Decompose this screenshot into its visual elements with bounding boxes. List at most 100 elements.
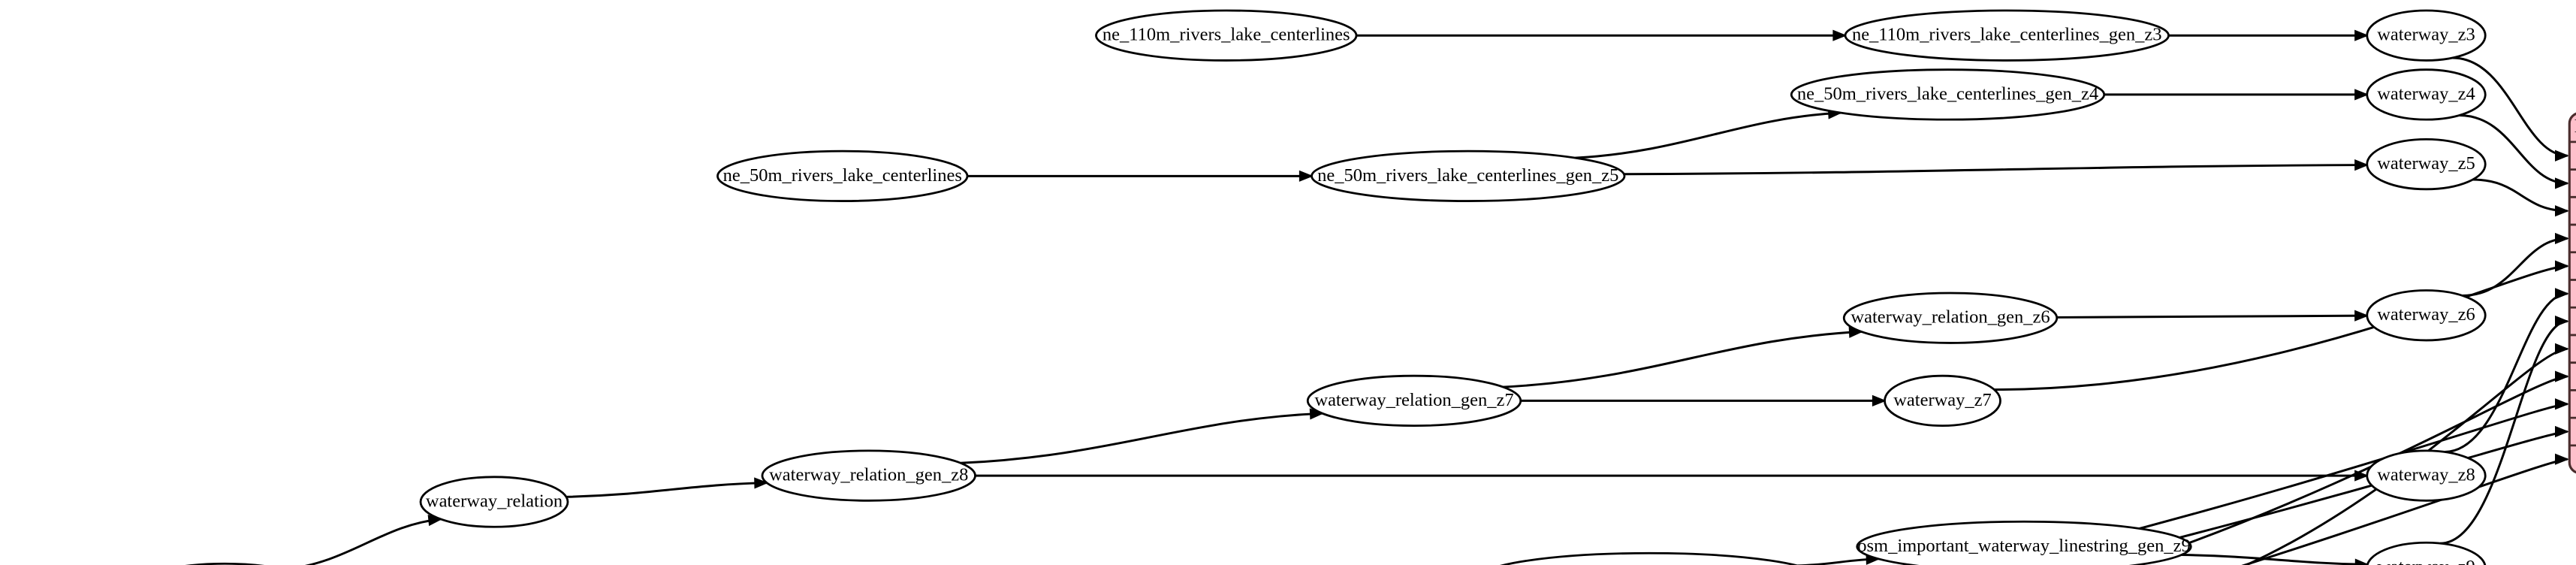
edge-line [2066, 431, 2568, 565]
node-ellipse [1844, 9, 2170, 62]
arrow-head [2354, 89, 2369, 101]
arrow-head [2555, 150, 2569, 162]
node-waterway_relation_gen_z6[interactable]: waterway_relation_gen_z6 [1842, 292, 2059, 344]
node-ellipse [1884, 374, 2001, 428]
arrow-head [2354, 29, 2369, 41]
arrow-head [1832, 29, 1848, 41]
legend-title: layer_waterway [2574, 116, 2576, 137]
node-ne_110m_rivers_lake_centerlines[interactable]: ne_110m_rivers_lake_centerlines [1095, 9, 1358, 62]
edge-line [1994, 264, 2568, 391]
node-waterway_z3[interactable]: waterway_z3 [2366, 9, 2487, 62]
edge-waterway_z5-to-layer_waterway.z5 [2472, 178, 2569, 217]
edge-ne_50m_rivers_lake_centerlines_gen_z5-to-waterway_z5 [1624, 159, 2369, 176]
legend-layer: layer_waterwayz3z4z5z6z7z8z9z10z11z12z13… [2568, 112, 2576, 474]
node-label: waterway_z9 [2377, 557, 2475, 565]
edge-line [2056, 314, 2367, 319]
edge-ne_110m_rivers_lake_centerlines-to-ne_110m_rivers_lake_centerlines_gen_z3 [1356, 29, 1848, 41]
arrow-head [2354, 310, 2369, 322]
node-label: waterway_relation_gen_z8 [769, 465, 968, 485]
edge-waterway_relation_gen_z8-to-waterway_relation_gen_z7 [961, 408, 1325, 464]
arrow-head [2555, 370, 2569, 382]
node-label: waterway_z6 [2377, 304, 2475, 325]
node-ellipse [2366, 68, 2487, 121]
node-ellipse [2366, 9, 2487, 62]
edge-line [2452, 56, 2568, 157]
edge-line [2445, 292, 2568, 453]
nodes-layer: imposm3osm_waterway_relationosm_waterway… [186, 9, 2487, 565]
edge-waterway_z6-to-layer_waterway.z6 [2462, 232, 2569, 297]
node-label: waterway_z7 [1893, 390, 1992, 410]
edge-line [2462, 237, 2568, 297]
node-waterway_z8[interactable]: waterway_z8 [2366, 449, 2487, 502]
arrow-head [2555, 343, 2569, 355]
node-waterway_z6[interactable]: waterway_z6 [2366, 289, 2487, 342]
node-ellipse [761, 449, 976, 502]
arrow-head [2555, 316, 2569, 328]
edge-osm_important_waterway_linestring_gen_z9-to-waterway_z9 [2181, 553, 2369, 565]
node-ellipse [2366, 289, 2487, 342]
edge-waterway_z8-to-layer_waterway.z8 [2445, 288, 2569, 453]
edge-ne_50m_rivers_lake_centerlines_gen_z5-to-ne_50m_rivers_lake_centerlines_gen_z4 [1575, 107, 1843, 159]
node-ellipse [2366, 137, 2487, 191]
edge-waterway_z4-to-layer_waterway.z4 [2459, 114, 2569, 189]
node-waterway_z7[interactable]: waterway_z7 [1884, 374, 2001, 428]
node-ne_110m_rivers_lake_centerlines_gen_z3[interactable]: ne_110m_rivers_lake_centerlines_gen_z3 [1844, 9, 2170, 62]
edge-line [1575, 111, 1841, 159]
node-ellipse [1842, 292, 2059, 344]
node-ne_50m_rivers_lake_centerlines[interactable]: ne_50m_rivers_lake_centerlines [716, 150, 969, 202]
arrow-head [2555, 205, 2569, 217]
node-label: ne_50m_rivers_lake_centerlines_gen_z5 [1317, 165, 1618, 186]
node-waterway_relation[interactable]: waterway_relation [419, 476, 569, 528]
arrow-head [2555, 232, 2569, 245]
arrow-head [2354, 159, 2369, 171]
edge-waterway_z11-to-layer_waterway.z11 [2122, 370, 2569, 565]
legend-layer_waterway[interactable]: layer_waterwayz3z4z5z6z7z8z9z10z11z12z13… [2568, 112, 2576, 474]
node-label: waterway_z8 [2377, 465, 2475, 485]
arrow-head [2555, 177, 2569, 189]
edge-line [2472, 178, 2568, 213]
node-waterway_relation_gen_z7[interactable]: waterway_relation_gen_z7 [1306, 374, 1522, 428]
edge-line [304, 518, 442, 565]
node-osm_important_waterway_linestring_gen_z10[interactable]: osm_important_waterway_linestring_gen_z1… [1478, 551, 1820, 565]
edge-waterway_z14-to-layer_waterway.z14+ [2241, 453, 2569, 565]
edge-waterway_relation_gen_z6-to-waterway_z6 [2056, 310, 2369, 322]
arrow-head [754, 477, 769, 489]
node-ne_50m_rivers_lake_centerlines_gen_z4[interactable]: ne_50m_rivers_lake_centerlines_gen_z4 [1790, 68, 2106, 121]
arrow-head [2555, 425, 2569, 438]
edge-line [2459, 114, 2568, 185]
node-label: waterway_z3 [2377, 25, 2475, 45]
node-waterway_relation_gen_z8[interactable]: waterway_relation_gen_z8 [761, 449, 976, 502]
node-label: waterway_relation_gen_z6 [1851, 307, 2050, 328]
edge-waterway_z9-to-layer_waterway.z9 [2440, 316, 2569, 545]
node-waterway_z9[interactable]: waterway_z9 [2366, 541, 2487, 565]
node-ellipse [1306, 374, 1522, 428]
node-waterway_z5[interactable]: waterway_z5 [2366, 137, 2487, 191]
edge-waterway_relation_gen_z7-to-waterway_relation_gen_z6 [1503, 326, 1863, 388]
arrow-head [2555, 288, 2569, 300]
arrow-head [2555, 453, 2569, 465]
edge-line [566, 482, 767, 498]
node-ellipse [716, 150, 969, 202]
edge-ne_50m_rivers_lake_centerlines-to-ne_50m_rivers_lake_centerlines_gen_z5 [967, 170, 1314, 182]
edge-line [1503, 331, 1862, 388]
node-ne_50m_rivers_lake_centerlines_gen_z5[interactable]: ne_50m_rivers_lake_centerlines_gen_z5 [1311, 150, 1626, 202]
edge-line [2122, 375, 2568, 565]
node-ellipse [2366, 541, 2487, 565]
edge-line [1624, 164, 2367, 176]
edge-waterway_relation_gen_z8-to-waterway_z8 [975, 470, 2369, 482]
node-label: ne_110m_rivers_lake_centerlines [1102, 25, 1350, 45]
node-label: ne_110m_rivers_lake_centerlines_gen_z3 [1852, 25, 2162, 45]
arrow-head [1872, 394, 1887, 406]
node-waterway_z4[interactable]: waterway_z4 [2366, 68, 2487, 121]
edge-waterway_z13-to-layer_waterway.z13 [2066, 425, 2569, 565]
node-ellipse [1856, 520, 2192, 565]
arrow-head [2555, 260, 2569, 272]
node-label: waterway_relation_gen_z7 [1314, 390, 1513, 410]
edge-line [2181, 553, 2368, 565]
node-osm_important_waterway_linestring_gen_z9[interactable]: osm_important_waterway_linestring_gen_z9 [1856, 520, 2192, 565]
arrow-head [1299, 170, 1314, 182]
edge-waterway_z7-to-layer_waterway.z7 [1994, 260, 2569, 391]
node-ellipse [1790, 68, 2106, 121]
edge-waterway_relation_gen_z7-to-waterway_z7 [1520, 394, 1887, 406]
